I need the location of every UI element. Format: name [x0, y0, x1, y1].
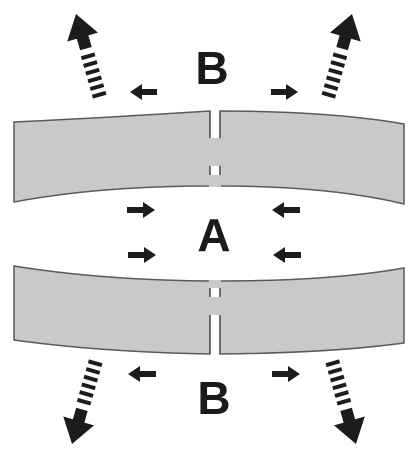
striped-arrow-icon-bottom-left	[57, 357, 111, 448]
upper-plate-bridge-bottom	[209, 175, 221, 187]
arrow-icon-bottom-left	[128, 366, 156, 382]
upper-plate	[14, 111, 404, 204]
arrow-icon-mid-left-lower	[128, 247, 156, 263]
label-a-middle: A	[197, 209, 230, 261]
arrow-icon-mid-right-lower	[273, 247, 301, 263]
label-b-top: B	[195, 42, 228, 94]
striped-arrow-icon-bottom-right	[317, 357, 371, 448]
upper-plate-right-half	[220, 111, 404, 204]
arrow-icon-top-right	[271, 84, 298, 100]
lower-plate	[14, 266, 404, 354]
arrow-icon-top-left	[130, 84, 157, 100]
striped-arrow-icon-top-right	[313, 10, 367, 101]
arrow-icon-mid-left-upper	[127, 202, 155, 218]
striped-arrow-icon-top-left	[61, 10, 115, 101]
arrow-icon-mid-right-upper	[272, 202, 300, 218]
lower-plate-bridge-bottom	[209, 297, 221, 315]
lower-plate-bridge-top	[209, 280, 221, 288]
lower-plate-left-half	[14, 266, 210, 354]
arrow-icon-bottom-right	[272, 366, 300, 382]
label-b-bottom: B	[197, 372, 230, 424]
upper-plate-left-half	[14, 111, 210, 202]
lower-plate-right-half	[220, 268, 404, 354]
upper-plate-bridge-top	[209, 138, 221, 166]
